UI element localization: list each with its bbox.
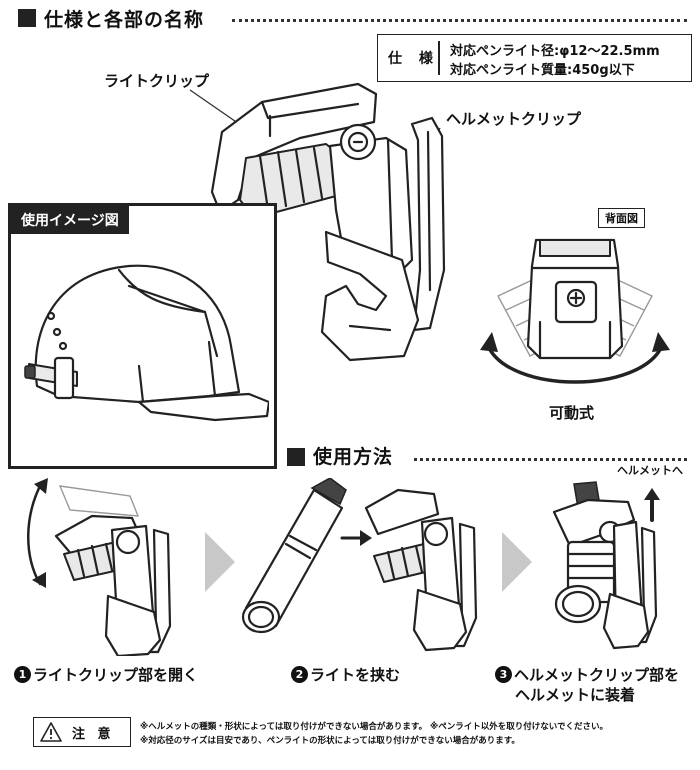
step1-illustration (27, 478, 172, 656)
step2-illustration (241, 478, 478, 652)
section-marker (18, 9, 36, 27)
light-clip-label: ライトクリップ (104, 72, 210, 90)
howto-section-title: 使用方法 (313, 446, 394, 468)
caution-box: 注 意 (33, 717, 131, 747)
section-marker-2 (287, 448, 305, 466)
spec-box: 仕 様 対応ペンライト径:φ12〜22.5mm 対応ペンライト質量:450g以下 (377, 34, 692, 82)
back-view-tag: 背面図 (598, 208, 645, 228)
helmet-clip-label: ヘルメットクリップ (446, 110, 582, 128)
step1-text: ライトクリップ部を開く (33, 666, 199, 684)
step3-number: 3 (495, 666, 512, 683)
step-arrow-icon (502, 532, 532, 592)
step3-illustration (552, 481, 660, 650)
spec-diameter: 対応ペンライト径:φ12〜22.5mm (450, 44, 660, 59)
helmet-illustration (24, 264, 269, 422)
spec-weight: 対応ペンライト質量:450g以下 (450, 63, 635, 78)
movable-label: 可動式 (549, 404, 595, 422)
main-product-illustration (189, 82, 446, 362)
step3-caption-line2: ヘルメットに装着 (515, 686, 636, 704)
step-arrow-icon (205, 532, 235, 592)
spec-label: 仕 様 (388, 51, 439, 67)
usage-image-frame: 使用イメージ図 (8, 203, 277, 469)
caution-label: 注 意 (72, 727, 115, 742)
section-divider (232, 19, 687, 22)
spec-section-title: 仕様と各部の名称 (44, 9, 205, 31)
step1-number: 1 (14, 666, 31, 683)
step3-text-line1: ヘルメットクリップ部を (514, 666, 680, 684)
caution-note-1: ※ヘルメットの種類・形状によっては取り付けができない場合があります。 ※ペンライ… (140, 722, 609, 732)
rotate-arrow-icon (486, 344, 664, 384)
spec-divider (438, 41, 440, 75)
back-view-illustration (480, 238, 670, 384)
to-helmet-label: ヘルメットへ (617, 464, 683, 477)
step2-text: ライトを挟む (310, 666, 401, 684)
step2-number: 2 (291, 666, 308, 683)
section-divider-2 (414, 458, 687, 461)
usage-image-tab: 使用イメージ図 (11, 206, 129, 234)
warning-triangle-icon (40, 722, 62, 742)
caution-note-2: ※対応径のサイズは目安であり、ペンライトの形状によっては取り付けができない場合が… (140, 736, 520, 746)
